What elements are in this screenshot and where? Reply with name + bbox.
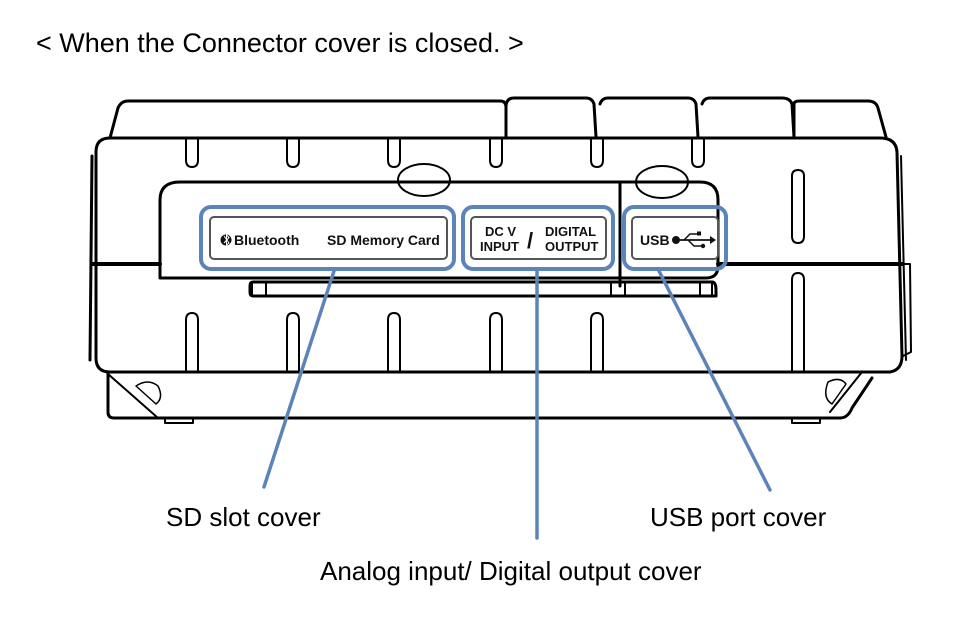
usb-leader-line xyxy=(657,269,772,492)
top-grooves xyxy=(185,137,805,244)
hinge-rail xyxy=(248,280,718,298)
device-base xyxy=(106,370,874,420)
output-label: OUTPUT xyxy=(545,239,599,254)
device-top-shell xyxy=(108,99,508,140)
slash-label: / xyxy=(527,228,533,253)
input-label: INPUT xyxy=(480,239,519,254)
digital-label: DIGITAL xyxy=(545,224,596,239)
device-left-edge xyxy=(88,154,94,362)
bluetooth-label: Bluetooth xyxy=(234,232,299,248)
sd-leader-line xyxy=(262,269,336,489)
analog-cover-highlight xyxy=(461,205,615,271)
device-top-segments xyxy=(504,96,888,139)
base-bevel-right xyxy=(829,371,863,413)
connector-recess xyxy=(158,180,720,280)
hinge-tab-right xyxy=(699,281,713,297)
hinge-tab-left xyxy=(251,281,267,297)
usb-port-cover-callout: USB port cover xyxy=(650,502,827,532)
cover-notch-left xyxy=(397,163,451,197)
usb-icon xyxy=(672,231,716,249)
usb-cover-highlight xyxy=(622,205,728,271)
base-hole-right xyxy=(825,378,847,405)
sd-label-plate xyxy=(209,216,448,260)
base-hole-left xyxy=(135,381,162,405)
bluetooth-icon xyxy=(220,233,232,247)
diagram-title: < When the Connector cover is closed. > xyxy=(36,28,524,58)
bottom-grooves xyxy=(185,272,805,371)
sd-slot-cover-callout: SD slot cover xyxy=(166,502,321,532)
device-side-clip xyxy=(901,263,912,357)
analog-digital-cover-callout: Analog input/ Digital output cover xyxy=(320,556,702,586)
base-bevel-left xyxy=(107,373,159,419)
dc-v-label: DC V xyxy=(485,224,516,239)
device-right-edge xyxy=(900,155,907,361)
sd-cover-highlight xyxy=(199,205,456,271)
foot-left xyxy=(164,417,194,424)
foot-right xyxy=(791,417,821,424)
usb-label: USB xyxy=(640,232,670,248)
cover-notch-right xyxy=(635,165,689,199)
sd-card-label: SD Memory Card xyxy=(327,232,440,248)
analog-label-plate xyxy=(470,216,607,260)
hinge-tab-mid xyxy=(610,281,626,297)
